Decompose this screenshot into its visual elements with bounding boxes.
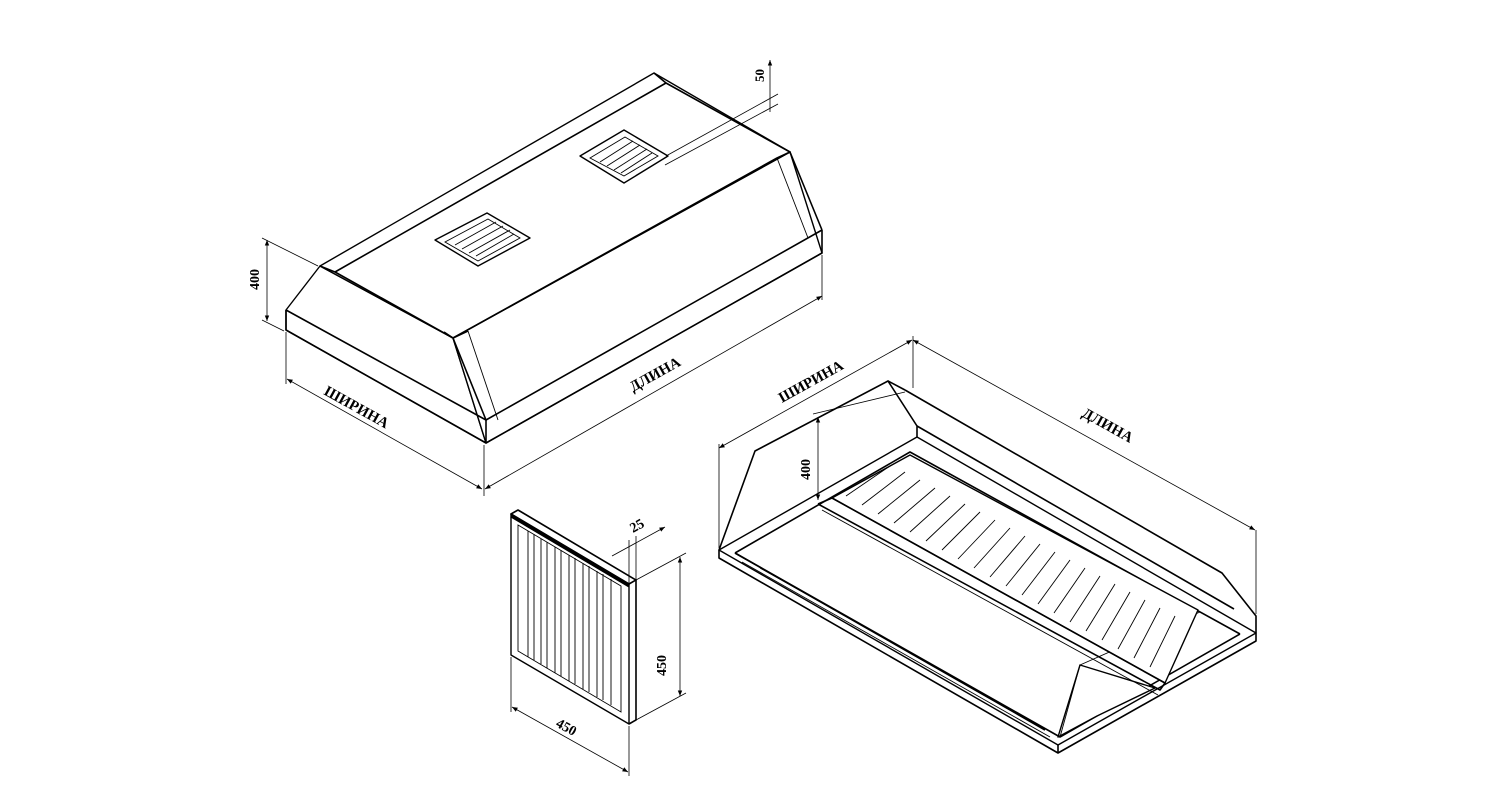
hood-top-drawing: 400 50 ШИРИНА ДЛИНА (248, 59, 823, 496)
hood-top-collar-label: 50 (752, 69, 767, 82)
duct-collar-1 (434, 212, 531, 267)
hood-top-width-label: ШИРИНА (321, 384, 391, 433)
hood-top-length-label: ДЛИНА (627, 354, 684, 395)
filter-baffles (527, 531, 612, 705)
grease-filter-drawing: 25 450 450 (510, 509, 687, 776)
filter-thickness-label: 25 (628, 517, 648, 537)
filter-height-label: 450 (655, 655, 670, 676)
hood-bottom-rim (718, 436, 1257, 746)
hood-bottom-length-label: ДЛИНА (1079, 406, 1136, 447)
duct-collar-2 (579, 129, 669, 184)
hood-bottom-drawing: 400 ШИРИНА ДЛИНА (718, 336, 1257, 754)
hood-bottom-height-label: 400 (799, 459, 814, 480)
filter-width-label: 450 (553, 716, 579, 739)
hood-top-height-label: 400 (248, 269, 263, 290)
